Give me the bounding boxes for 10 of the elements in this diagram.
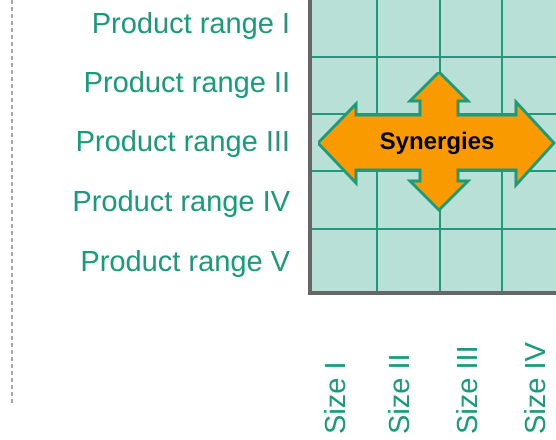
column-label: Size II bbox=[386, 353, 415, 434]
row-label: Product range IV bbox=[72, 188, 290, 217]
column-label: Size III bbox=[454, 345, 483, 434]
row-label: Product range I bbox=[92, 10, 290, 39]
column-label: Size I bbox=[322, 361, 351, 434]
arrow-label: Synergies bbox=[378, 128, 496, 156]
row-label: Product range V bbox=[80, 248, 290, 277]
column-label: Size IV bbox=[522, 342, 551, 434]
row-label: Product range II bbox=[84, 69, 290, 98]
row-label: Product range III bbox=[76, 128, 290, 157]
